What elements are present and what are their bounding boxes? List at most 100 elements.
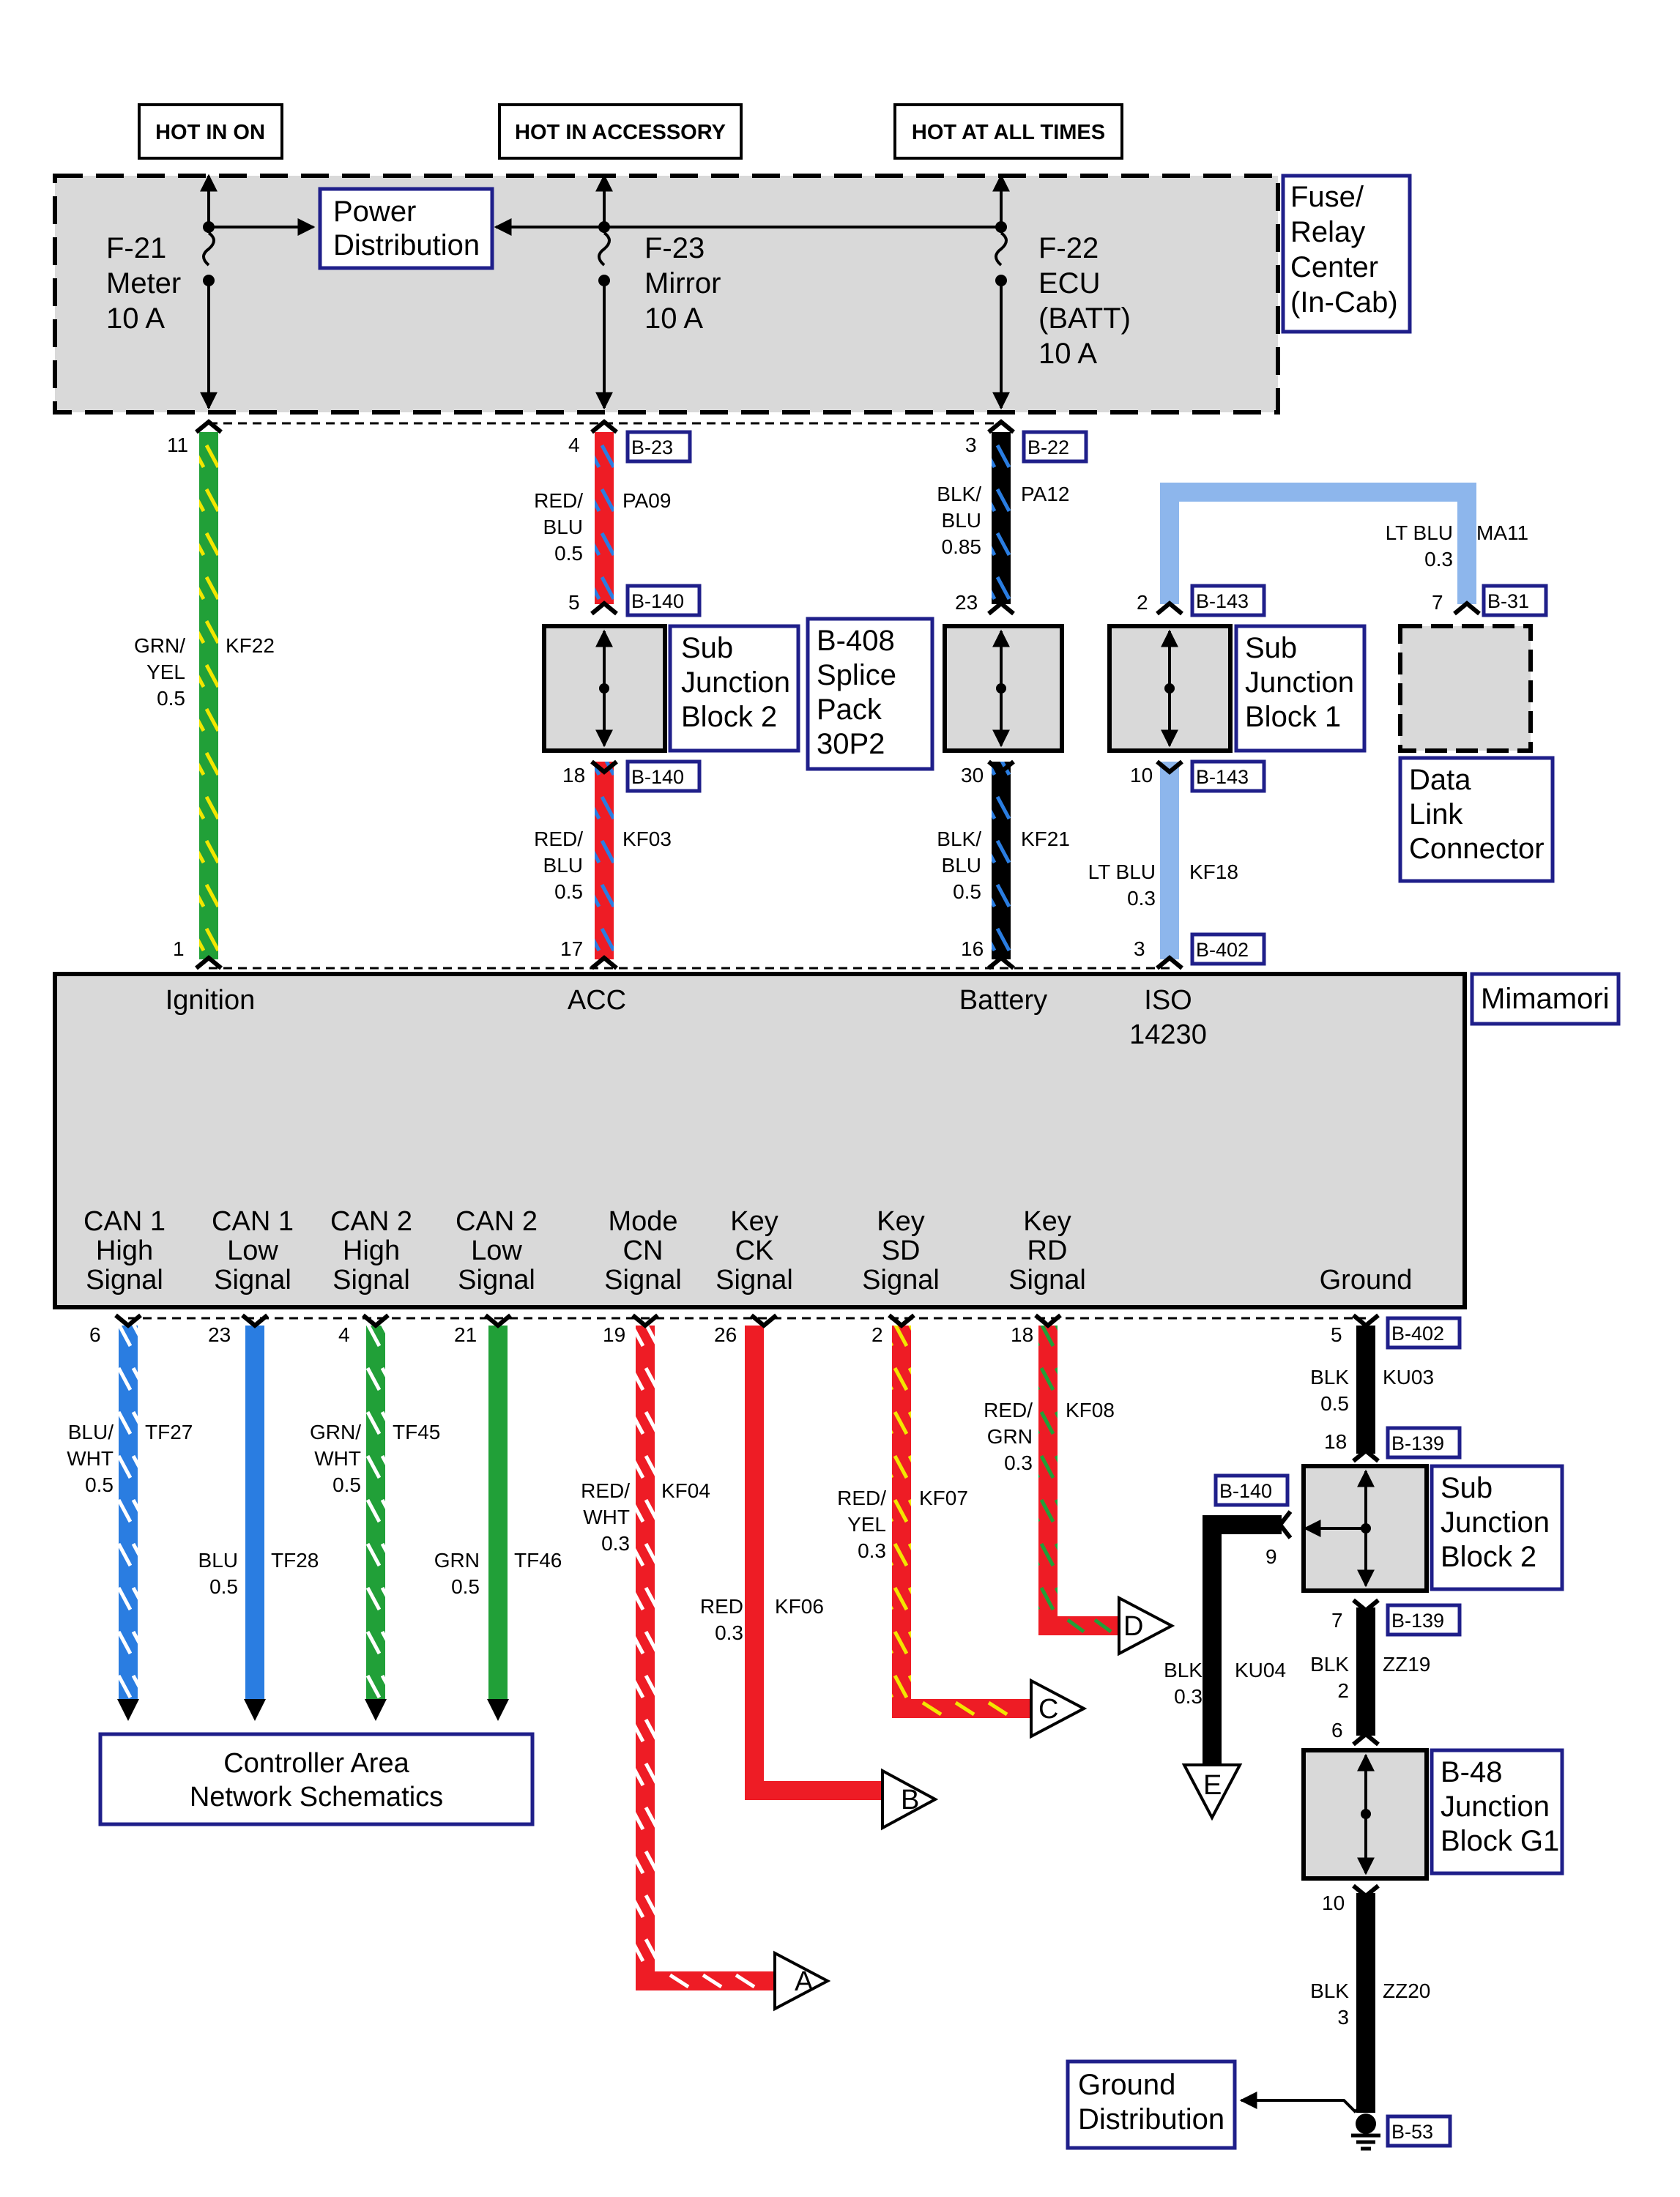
svg-text:RED/: RED/ [534,828,583,850]
svg-text:GRN: GRN [987,1425,1033,1448]
connector-symbols-upper [195,419,1481,970]
connector-label-b143-b: B-143 [1190,759,1266,793]
svg-text:RED/: RED/ [837,1487,886,1509]
svg-text:6: 6 [89,1323,101,1346]
supply-hot-at-all-times-label: HOT AT ALL TIMES [912,121,1105,144]
svg-text:RED: RED [700,1595,743,1618]
sub-junction-block-2-ground [1301,1464,1429,1593]
svg-text:Meter: Meter [106,267,181,300]
offpage-connector-c[interactable]: C [1030,1678,1088,1739]
svg-text:30: 30 [961,764,984,787]
svg-text:KF03: KF03 [622,828,672,850]
svg-text:7: 7 [1331,1609,1343,1632]
svg-text:BLU: BLU [543,854,583,877]
svg-text:0.5: 0.5 [554,880,583,903]
fuse-f21-label: F-21 Meter 10 A [106,232,181,335]
fuse-f23-label: F-23 Mirror 10 A [644,232,721,335]
svg-text:10: 10 [1322,1892,1345,1914]
svg-text:ISO: ISO [1144,985,1192,1016]
svg-text:Link: Link [1409,798,1463,830]
svg-text:10 A: 10 A [1038,338,1097,370]
svg-text:Key: Key [877,1206,924,1237]
svg-text:9: 9 [1265,1545,1277,1568]
svg-text:BLK/: BLK/ [937,483,981,505]
frc-line-2: Relay [1290,216,1365,248]
svg-text:B-143: B-143 [1196,766,1249,788]
supply-hot-in-on: HOT IN ON [138,103,283,160]
svg-text:RED/: RED/ [581,1479,630,1502]
svg-text:TF27: TF27 [145,1421,193,1443]
svg-text:0.3: 0.3 [1004,1451,1033,1474]
fuse-junction-dots [203,221,1007,286]
svg-text:KF06: KF06 [775,1595,824,1618]
svg-text:RED/: RED/ [984,1399,1033,1421]
mimamori-label: Mimamori [1470,972,1621,1026]
svg-text:3: 3 [965,434,977,456]
svg-text:18: 18 [1011,1323,1033,1346]
connector-label-b140-b: B-140 [625,759,702,793]
svg-text:6: 6 [1331,1719,1343,1741]
connector-label-b140-a: B-140 [625,584,702,617]
svg-text:YEL: YEL [146,661,185,683]
wire-label-kf18: LT BLU 0.3 KF18 [1088,860,1238,910]
svg-text:Controller Area: Controller Area [223,1748,409,1779]
svg-text:RD: RD [1027,1235,1068,1266]
svg-text:4: 4 [338,1323,350,1346]
pin-numbers-upper: 11 4 3 5 23 2 7 18 30 10 1 17 16 3 [167,434,1443,960]
svg-text:KU04: KU04 [1235,1659,1286,1681]
connector-label-b140-c: B-140 [1213,1473,1290,1507]
wire-label-pa09: RED/ BLU 0.5 PA09 [534,489,671,565]
svg-text:0.5: 0.5 [554,542,583,565]
offpage-connector-d[interactable]: D [1118,1595,1175,1657]
svg-text:CAN 1: CAN 1 [83,1206,166,1237]
svg-text:KF18: KF18 [1189,860,1238,883]
wire-label-kf06: RED 0.3 KF06 [700,1595,824,1644]
svg-text:2: 2 [1137,591,1148,614]
supply-hot-in-accessory-label: HOT IN ACCESSORY [515,121,726,144]
svg-text:BLU: BLU [942,854,981,877]
offpage-connector-b[interactable]: B [881,1768,939,1831]
connector-label-b402-a: B-402 [1190,932,1266,966]
wire-label-pa12: BLK/ BLU 0.85 PA12 [937,483,1069,558]
svg-text:WHT: WHT [583,1506,630,1528]
can-schematics-box[interactable]: Controller Area Network Schematics [98,1732,535,1826]
mimamori-module [53,972,1467,1309]
supply-hot-in-accessory: HOT IN ACCESSORY [498,103,743,160]
wire-label-kf21: BLK/ BLU 0.5 KF21 [937,828,1070,903]
svg-text:Mode: Mode [608,1206,677,1237]
svg-text:KF08: KF08 [1066,1399,1115,1421]
svg-text:F-22: F-22 [1038,232,1099,264]
svg-text:B-140: B-140 [631,766,684,788]
svg-text:PA09: PA09 [622,489,671,512]
wire-label-kf07: RED/ YEL 0.3 KF07 [837,1487,968,1562]
wire-label-kf22: GRN/ YEL 0.5 KF22 [134,634,275,710]
supply-hot-at-all-times: HOT AT ALL TIMES [893,103,1123,160]
svg-text:CN: CN [623,1235,664,1266]
svg-text:Signal: Signal [214,1265,291,1295]
svg-text:Signal: Signal [332,1265,410,1295]
splice-pack-block [943,624,1064,753]
svg-text:B-22: B-22 [1027,436,1069,458]
offpage-connector-e[interactable]: E [1181,1763,1243,1821]
offpage-connector-a[interactable]: A [773,1950,831,2012]
svg-text:4: 4 [568,434,580,456]
svg-text:KF07: KF07 [919,1487,968,1509]
svg-text:B-402: B-402 [1391,1323,1444,1345]
svg-text:YEL: YEL [847,1513,886,1536]
svg-text:BLU: BLU [543,516,583,538]
wire-label-ma11: LT BLU 0.3 MA11 [1386,521,1528,570]
sub-junction-block-1 [1107,624,1233,753]
svg-text:E: E [1203,1770,1222,1801]
svg-text:D: D [1123,1611,1143,1642]
wire-tf45 [366,1326,385,1699]
wire-label-kf04: RED/ WHT 0.3 KF04 [581,1479,710,1555]
svg-text:F-21: F-21 [106,232,166,264]
svg-text:B-143: B-143 [1196,590,1249,612]
svg-text:0.3: 0.3 [858,1539,886,1562]
svg-text:Signal: Signal [458,1265,535,1295]
power-distribution-line-1: Power [333,196,416,228]
svg-text:1: 1 [173,937,185,960]
connector-label-b143-a: B-143 [1190,584,1266,617]
ground-distribution-box[interactable]: Ground Distribution [1066,2059,1237,2150]
svg-text:Ground: Ground [1320,1265,1413,1295]
